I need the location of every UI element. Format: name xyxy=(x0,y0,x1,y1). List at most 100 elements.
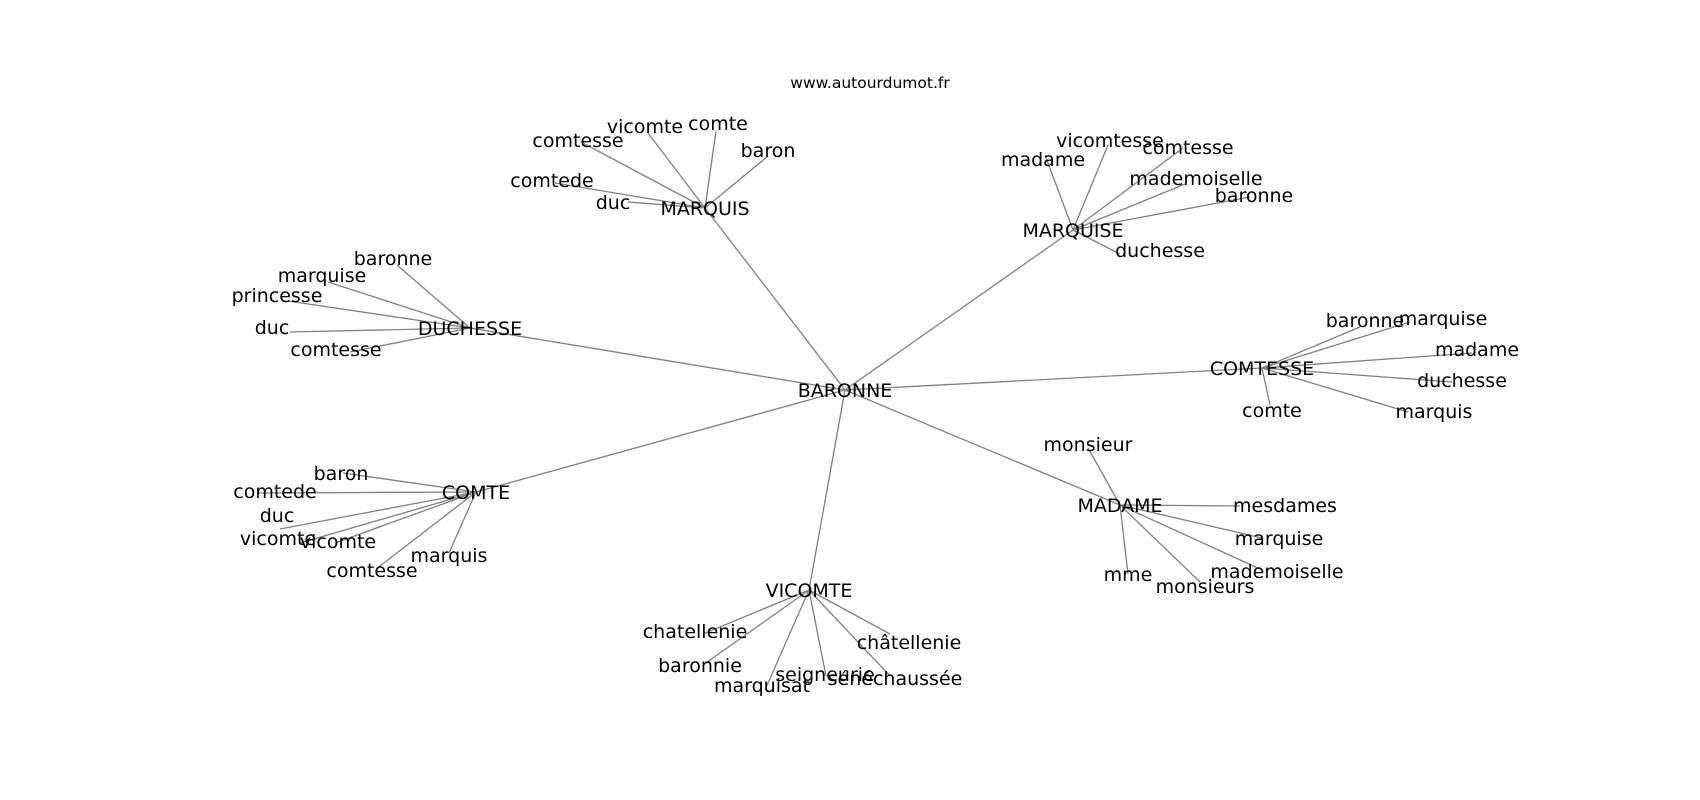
edge-hub-to-leaf xyxy=(289,327,471,333)
edge-center-to-hub xyxy=(808,389,846,591)
leaf-word-label: duchesse xyxy=(1115,240,1205,262)
hub-word-label: COMTESSE xyxy=(1210,358,1314,380)
edge-hub-to-leaf xyxy=(1072,147,1184,231)
leaf-word-label: duc xyxy=(596,192,631,214)
leaf-word-label: vicomte xyxy=(300,531,376,553)
leaf-word-label: madame xyxy=(1001,149,1085,171)
edge-center-to-hub xyxy=(704,207,846,391)
edge-hub-to-leaf xyxy=(1119,504,1241,507)
leaf-word-label: monsieurs xyxy=(1156,576,1255,598)
edge-hub-to-leaf xyxy=(702,589,810,666)
source-label: www.autourdumot.fr xyxy=(790,74,950,92)
edge-hub-to-leaf xyxy=(764,589,810,691)
edge-hub-to-leaf xyxy=(1261,352,1473,369)
leaf-word-label: comtede xyxy=(233,481,316,503)
edge-hub-to-leaf xyxy=(1072,196,1251,231)
edge-hub-to-leaf xyxy=(1087,447,1121,506)
leaf-word-label: sénéchaussée xyxy=(828,668,963,690)
leaf-word-label: marquis xyxy=(1396,401,1473,423)
edge-hub-to-leaf xyxy=(1072,183,1186,231)
leaf-word-label: baronne xyxy=(1326,310,1405,332)
edge-center-to-hub xyxy=(844,229,1074,391)
leaf-word-label: madame xyxy=(1435,339,1519,361)
hub-word-label: VICOMTE xyxy=(766,580,853,602)
leaf-word-label: vicomte xyxy=(240,528,316,550)
leaf-word-label: châtellenie xyxy=(857,632,962,654)
leaf-word-label: chatellenie xyxy=(643,621,748,643)
hub-word-label: DUCHESSE xyxy=(418,318,522,340)
leaf-word-label: mademoiselle xyxy=(1129,168,1262,190)
leaf-word-label: duc xyxy=(255,317,290,339)
edge-hub-to-leaf xyxy=(702,589,810,635)
leaf-word-label: princesse xyxy=(232,285,323,307)
leaf-word-label: comte xyxy=(688,113,748,135)
hub-word-label: MARQUISE xyxy=(1022,220,1123,242)
edge-hub-to-leaf xyxy=(299,491,477,544)
leaf-word-label: comte xyxy=(1242,400,1302,422)
leaf-word-label: comtede xyxy=(510,170,593,192)
edge-hub-to-leaf xyxy=(704,155,769,209)
leaf-word-label: duchesse xyxy=(1417,370,1507,392)
edge-hub-to-leaf xyxy=(1044,154,1074,231)
edge-hub-to-leaf xyxy=(1261,367,1409,413)
edge-hub-to-leaf xyxy=(448,491,477,554)
edge-center-to-hub xyxy=(475,389,846,493)
leaf-word-label: vicomte xyxy=(607,116,683,138)
edge-hub-to-leaf xyxy=(582,142,706,209)
leaf-word-label: marquisat xyxy=(714,675,810,697)
leaf-word-label: monsieur xyxy=(1044,434,1133,456)
hub-word-label: COMTE xyxy=(442,482,510,504)
edge-hub-to-leaf xyxy=(349,327,471,353)
edge-hub-to-leaf xyxy=(1119,504,1263,571)
edge-hub-to-leaf xyxy=(1119,504,1263,539)
leaf-word-label: marquise xyxy=(1235,528,1324,550)
edge-hub-to-leaf xyxy=(375,491,477,570)
edge-hub-to-leaf xyxy=(647,132,706,209)
leaf-word-label: baron xyxy=(314,463,369,485)
leaf-word-label: mademoiselle xyxy=(1210,561,1343,583)
edge-hub-to-leaf xyxy=(257,491,477,494)
edge-hub-to-leaf xyxy=(1072,144,1109,231)
leaf-word-label: mme xyxy=(1104,564,1153,586)
edge-hub-to-leaf xyxy=(287,300,471,329)
edge-hub-to-leaf xyxy=(1261,326,1361,369)
leaf-word-label: comtesse xyxy=(326,560,417,582)
edge-hub-to-leaf xyxy=(1261,367,1271,406)
leaf-word-label: baronne xyxy=(1215,185,1294,207)
edge-hub-to-leaf xyxy=(808,589,891,635)
edge-hub-to-leaf xyxy=(279,491,477,530)
edge-center-to-hub xyxy=(844,367,1263,391)
edge-hub-to-leaf xyxy=(1119,504,1201,583)
edge-center-to-hub xyxy=(844,389,1121,506)
center-word-label: BARONNE xyxy=(798,380,893,402)
hub-word-label: MADAME xyxy=(1077,495,1162,517)
edge-hub-to-leaf xyxy=(627,201,706,209)
edge-hub-to-leaf xyxy=(334,491,477,544)
leaf-word-label: seigneurie xyxy=(775,664,874,686)
edge-center-to-hub xyxy=(469,327,846,391)
edge-hub-to-leaf xyxy=(1072,229,1121,255)
edge-hub-to-leaf xyxy=(1119,504,1129,575)
leaf-word-label: duc xyxy=(260,505,295,527)
edge-hub-to-leaf xyxy=(327,281,471,329)
edge-hub-to-leaf xyxy=(396,264,471,329)
edge-hub-to-leaf xyxy=(808,589,891,677)
edge-hub-to-leaf xyxy=(342,472,477,493)
leaf-word-label: comtesse xyxy=(532,130,623,152)
leaf-word-label: vicomtesse xyxy=(1056,130,1164,152)
leaf-word-label: marquis xyxy=(411,545,488,567)
graph-edges xyxy=(257,130,1473,691)
leaf-word-label: mesdames xyxy=(1233,495,1337,517)
leaf-word-label: baron xyxy=(741,140,796,162)
leaf-word-label: comtesse xyxy=(290,339,381,361)
leaf-word-label: comtesse xyxy=(1142,137,1233,159)
hub-word-label: MARQUIS xyxy=(660,198,749,220)
edge-hub-to-leaf xyxy=(704,130,717,209)
edge-hub-to-leaf xyxy=(1261,367,1453,383)
leaf-word-label: marquise xyxy=(1399,308,1488,330)
leaf-word-label: baronne xyxy=(354,248,433,270)
edge-hub-to-leaf xyxy=(1261,321,1411,369)
edge-hub-to-leaf xyxy=(554,182,706,209)
